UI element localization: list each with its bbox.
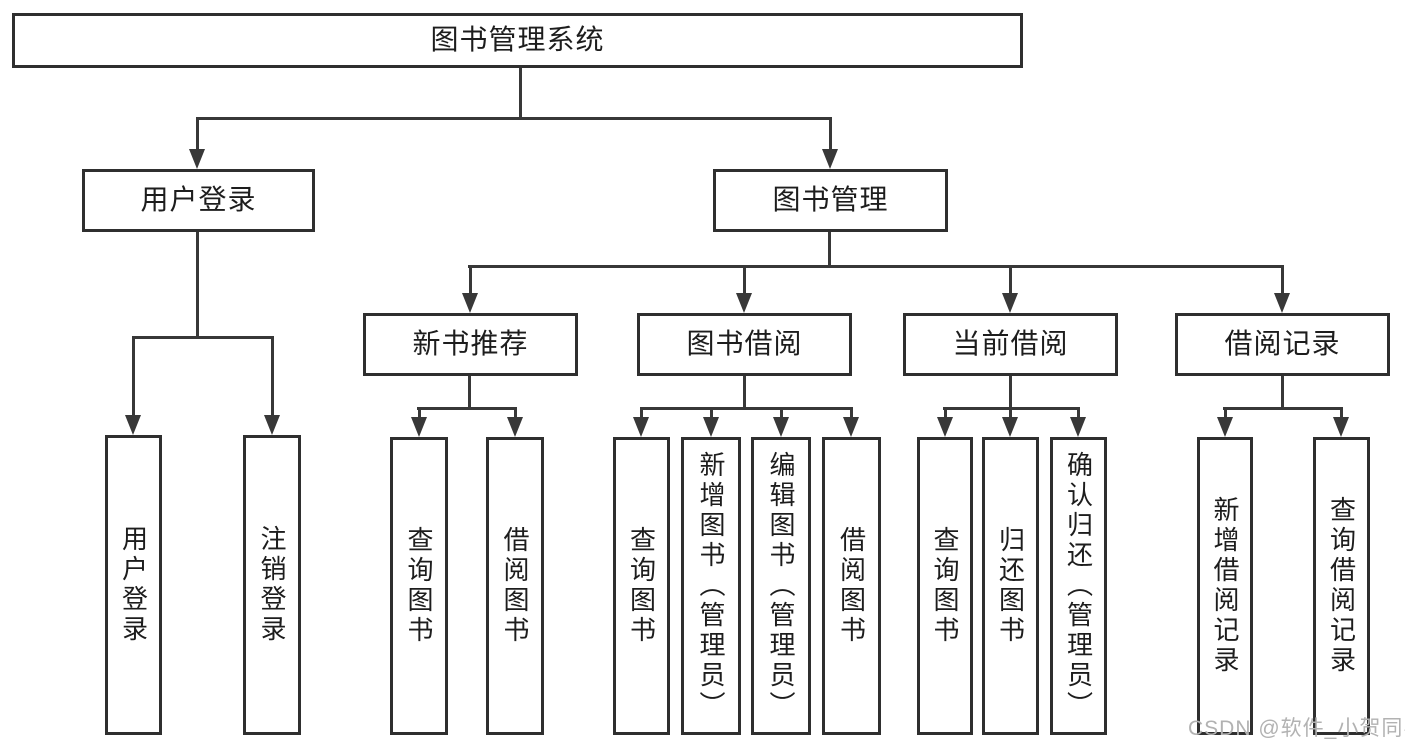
connector-line — [468, 265, 1284, 268]
node-borrowing-records: 借阅记录 — [1175, 313, 1390, 376]
node-label: 新增图书（管理员） — [696, 451, 726, 721]
connector-line — [709, 407, 713, 422]
node-label: 新书推荐 — [412, 328, 529, 360]
connector-line — [196, 117, 199, 154]
node-recommend-query-books: 查询图书 — [390, 437, 448, 735]
connector-line — [417, 407, 421, 422]
node-label: 注销登录 — [257, 525, 287, 645]
node-records-query-record: 查询借阅记录 — [1313, 437, 1370, 735]
node-book-management: 图书管理 — [713, 169, 948, 232]
node-label: 查询借阅记录 — [1326, 496, 1357, 676]
arrow-down-icon — [125, 415, 141, 435]
node-new-book-recommend: 新书推荐 — [363, 313, 578, 376]
node-label: 新增借阅记录 — [1210, 496, 1240, 676]
arrow-down-icon — [936, 417, 953, 437]
node-system-root: 图书管理系统 — [12, 13, 1023, 68]
connector-line — [132, 336, 274, 339]
csdn-watermark: CSDN @软件_小贺同学 — [1188, 717, 1405, 740]
connector-line — [1223, 407, 1227, 422]
connector-line — [270, 336, 274, 420]
node-user-login-branch: 用户登录 — [82, 169, 315, 232]
node-current-borrowing: 当前借阅 — [903, 313, 1118, 376]
node-label: 归还图书 — [995, 526, 1026, 646]
arrow-down-icon — [843, 417, 859, 437]
arrow-down-icon — [189, 149, 205, 169]
node-label: 查询图书 — [930, 526, 960, 646]
node-label: 编辑图书（管理员） — [766, 451, 796, 721]
node-label: 当前借阅 — [952, 328, 1069, 360]
connector-line — [828, 117, 832, 154]
connector-line — [943, 407, 947, 422]
node-current-confirm-return-admin: 确认归还（管理员） — [1050, 437, 1107, 735]
connector-line — [513, 407, 517, 422]
node-label: 查询图书 — [404, 526, 434, 646]
node-borrowing-add-books-admin: 新增图书（管理员） — [681, 437, 741, 735]
connector-line — [1009, 407, 1012, 422]
connector-line — [1340, 407, 1343, 422]
connector-line — [640, 407, 643, 422]
connector-line — [640, 407, 853, 410]
node-login: 用户登录 — [105, 435, 162, 735]
node-label: 用户登录 — [118, 525, 149, 645]
node-borrowing-query-books: 查询图书 — [613, 437, 670, 735]
connector-line — [1281, 265, 1284, 298]
node-label: 确认归还（管理员） — [1063, 451, 1094, 721]
node-label: 查询图书 — [626, 526, 657, 646]
node-current-query-books: 查询图书 — [917, 437, 973, 735]
connector-line — [196, 232, 199, 337]
arrow-down-icon — [702, 417, 719, 437]
connector-line — [196, 117, 832, 120]
node-label: 图书借阅 — [686, 328, 803, 360]
node-logout: 注销登录 — [243, 435, 301, 735]
arrow-down-icon — [1333, 417, 1349, 437]
connector-line — [828, 232, 831, 266]
arrow-down-icon — [263, 415, 280, 435]
connector-line — [850, 407, 853, 422]
node-label: 借阅记录 — [1224, 328, 1341, 360]
node-label: 图书管理系统 — [430, 24, 605, 56]
node-book-borrowing: 图书借阅 — [637, 313, 852, 376]
arrow-down-icon — [1002, 417, 1018, 437]
arrow-down-icon — [461, 293, 478, 313]
node-label: 借阅图书 — [836, 526, 867, 646]
connector-line — [417, 407, 517, 410]
node-recommend-borrow-books: 借阅图书 — [486, 437, 544, 735]
connector-line — [779, 407, 783, 422]
arrow-down-icon — [736, 293, 752, 313]
arrow-down-icon — [1002, 293, 1018, 313]
connector-line — [1223, 407, 1343, 410]
node-records-add-record: 新增借阅记录 — [1197, 437, 1253, 735]
connector-line — [1281, 376, 1284, 408]
arrow-down-icon — [410, 417, 427, 437]
arrow-down-icon — [1070, 417, 1086, 437]
arrow-down-icon — [772, 417, 789, 437]
connector-line — [468, 265, 472, 298]
arrow-down-icon — [506, 417, 523, 437]
arrow-down-icon — [1216, 417, 1233, 437]
node-borrowing-borrow-books: 借阅图书 — [822, 437, 881, 735]
connector-line — [519, 68, 522, 118]
connector-line — [1009, 265, 1012, 298]
arrow-down-icon — [821, 149, 838, 169]
node-current-return-books: 归还图书 — [982, 437, 1039, 735]
connector-line — [743, 376, 746, 408]
node-label: 用户登录 — [140, 184, 257, 216]
arrow-down-icon — [633, 417, 649, 437]
connector-line — [132, 336, 135, 420]
node-label: 借阅图书 — [500, 526, 530, 646]
node-label: 图书管理 — [772, 184, 889, 216]
connector-line — [743, 265, 746, 298]
connector-line — [1077, 407, 1080, 422]
connector-line — [468, 376, 471, 408]
node-borrowing-edit-books-admin: 编辑图书（管理员） — [751, 437, 811, 735]
arrow-down-icon — [1274, 293, 1290, 313]
connector-line — [1009, 376, 1012, 408]
